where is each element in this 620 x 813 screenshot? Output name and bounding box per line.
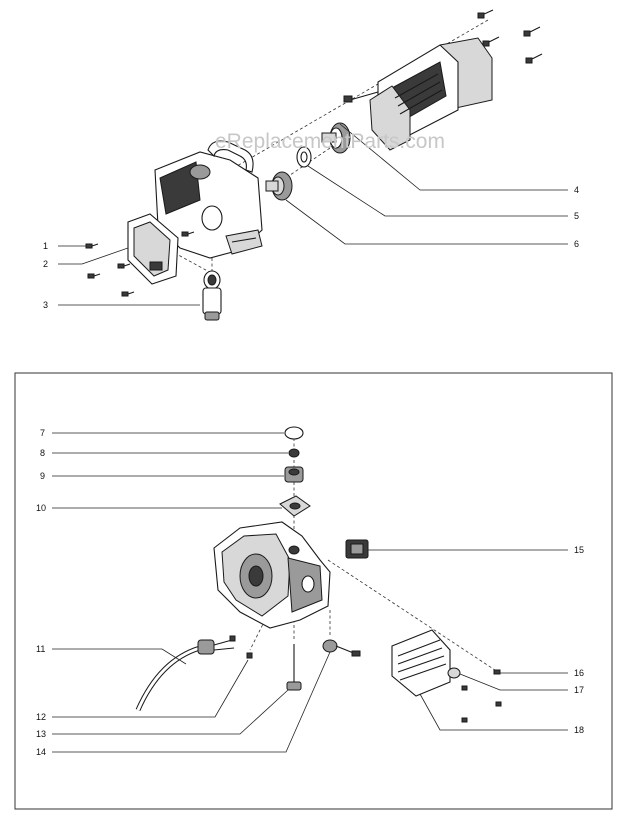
power-cord — [135, 635, 236, 712]
cover-fasteners — [447, 667, 502, 723]
callout-7: 7 — [40, 428, 45, 438]
bushing — [284, 466, 304, 483]
lower-assembly: 7 8 9 10 11 12 13 14 15 16 17 18 — [36, 426, 584, 757]
electronics-cover — [391, 629, 451, 697]
callout-11: 11 — [36, 644, 45, 654]
callout-16: 16 — [574, 668, 584, 678]
cover-screws — [85, 231, 195, 297]
callout-12: 12 — [36, 712, 46, 722]
callout-6: 6 — [574, 239, 579, 249]
callout-9: 9 — [40, 471, 45, 481]
cord-screw — [246, 652, 253, 659]
callout-15: 15 — [574, 545, 584, 555]
switch — [345, 539, 369, 559]
callout-18: 18 — [574, 725, 584, 735]
sensor — [322, 639, 361, 657]
callout-4: 4 — [574, 185, 579, 195]
thrust-washer — [296, 146, 312, 168]
front-cover — [127, 213, 179, 285]
bearing-plate — [279, 495, 311, 517]
motor — [343, 37, 493, 151]
small-nut — [288, 448, 300, 458]
callout-14: 14 — [36, 747, 46, 757]
callout-8: 8 — [40, 448, 45, 458]
pivot-bolt — [286, 644, 302, 691]
connecting-rod — [202, 270, 222, 321]
callout-10: 10 — [36, 503, 46, 513]
watermark: eReplacementParts.com — [215, 130, 445, 153]
callout-1: 1 — [43, 241, 48, 251]
pump-housing — [213, 521, 331, 629]
upper-assembly: 1 2 3 4 5 6 — [43, 9, 579, 321]
callout-17: 17 — [574, 685, 584, 695]
motor-screws — [477, 9, 543, 64]
callout-5: 5 — [574, 211, 579, 221]
drive-gear — [321, 122, 351, 154]
callout-3: 3 — [43, 300, 48, 310]
lower-assembly-frame — [14, 372, 613, 810]
cap — [284, 426, 304, 440]
output-gear — [265, 171, 293, 201]
callout-13: 13 — [36, 729, 46, 739]
callout-2: 2 — [43, 259, 48, 269]
